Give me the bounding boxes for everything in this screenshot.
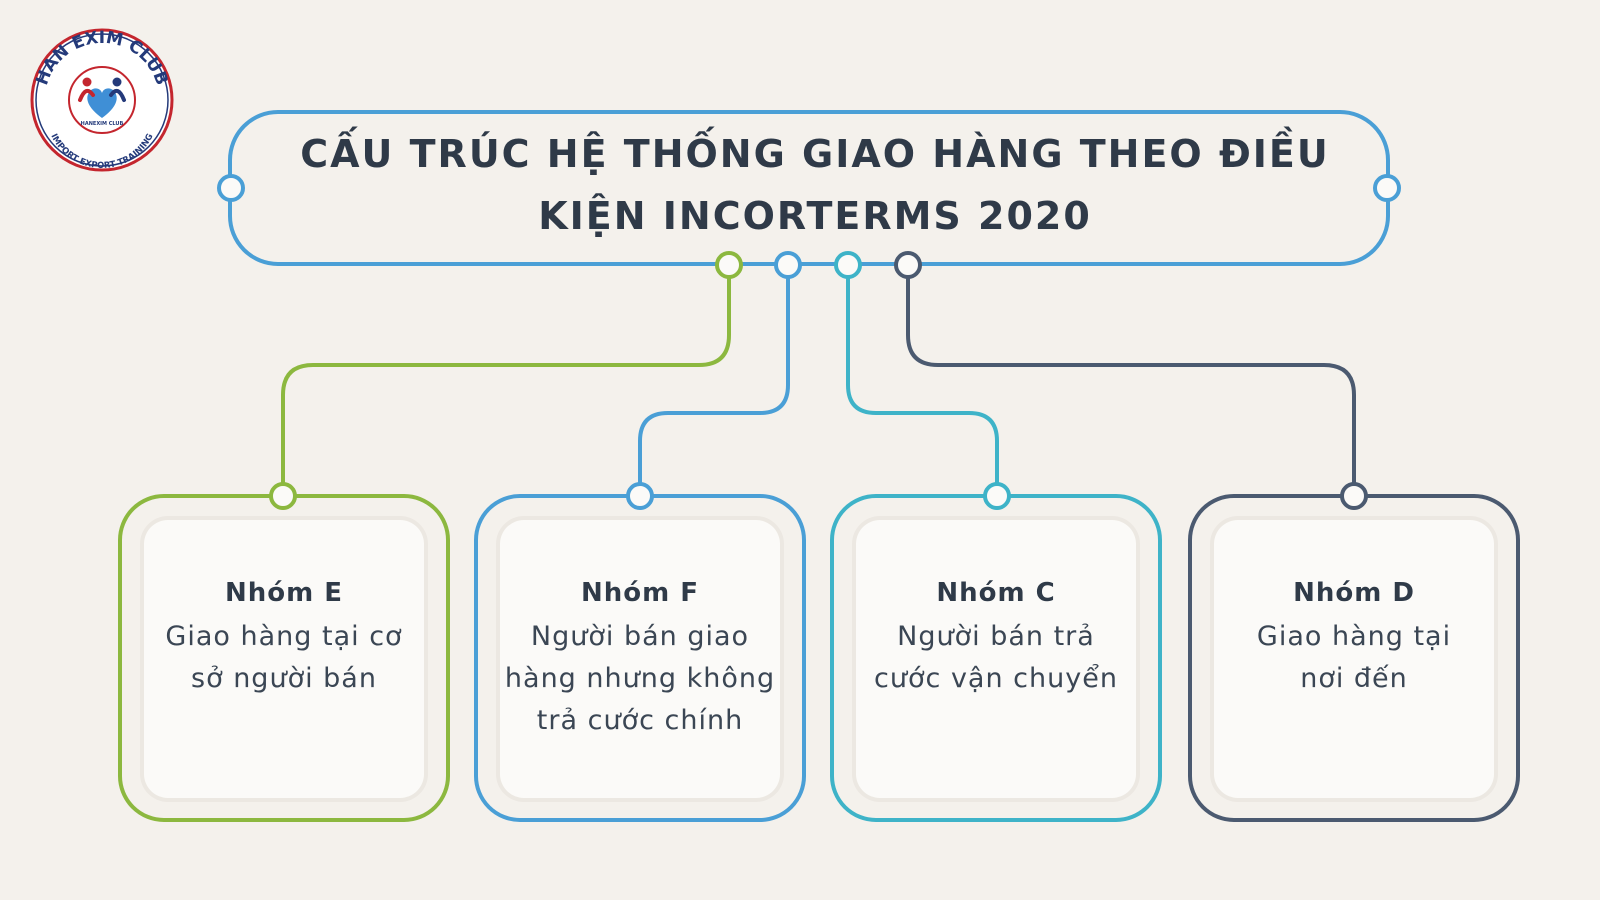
han-exim-club-logo: HAN EXIM CLUB IMPORT EXPORT TRAINING HAN… [30,28,174,172]
group-description: Giao hàng tại cơ sở người bán [165,621,403,694]
group-description: Người bán trả cước vận chuyển [874,621,1118,694]
group-description: Người bán giao hàng nhưng không trả cước… [504,621,776,736]
diagram-title: CẤU TRÚC HỆ THỐNG GIAO HÀNG THEO ĐIỀU KI… [260,120,1370,250]
node-card-d [1340,482,1368,510]
node-title-d [894,251,922,279]
title-left-connector [217,174,245,202]
group-card-c: Nhóm C Người bán trả cước vận chuyển [856,520,1136,798]
title-line-2: KIỆN INCORTERMS 2020 [538,194,1092,238]
node-card-e [269,482,297,510]
node-title-e [715,251,743,279]
title-right-connector [1373,174,1401,202]
connector-line-c [846,265,999,494]
group-card-e: Nhóm E Giao hàng tại cơ sở người bán [144,520,424,798]
connector-line-e [281,265,731,494]
title-line-1: CẤU TRÚC HỆ THỐNG GIAO HÀNG THEO ĐIỀU [300,132,1330,176]
connector-line-d [906,265,1356,494]
node-card-c [983,482,1011,510]
group-name: Nhóm F [580,578,700,608]
node-title-f [774,251,802,279]
group-card-d: Nhóm D Giao hàng tại nơi đến [1214,520,1494,798]
group-description: Giao hàng tại nơi đến [1256,621,1452,694]
logo-inner-text: HANEXIM CLUB [81,121,124,127]
group-name: Nhóm C [936,578,1056,608]
group-name: Nhóm E [224,578,344,608]
group-card-f: Nhóm F Người bán giao hàng nhưng không t… [500,520,780,798]
node-card-f [626,482,654,510]
node-title-c [834,251,862,279]
connector-line-f [638,265,790,494]
group-name: Nhóm D [1293,578,1415,608]
